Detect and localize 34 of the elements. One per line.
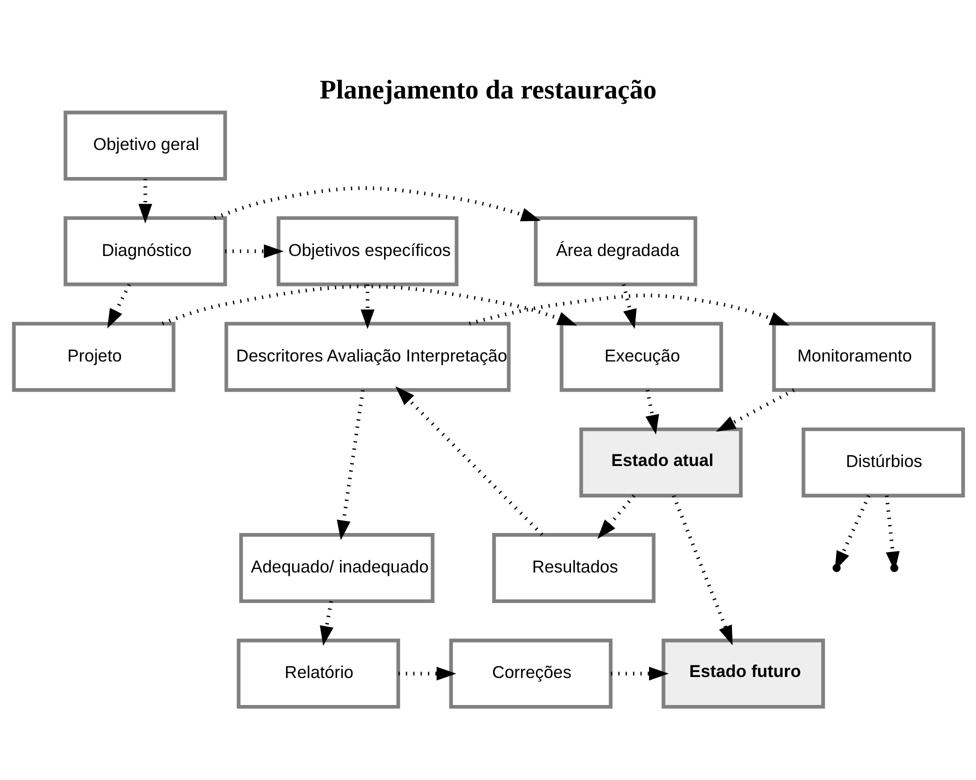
arrow [671, 495, 732, 646]
node-box: Objetivos específicos [276, 216, 458, 286]
node-box: Área degradada [533, 216, 697, 286]
node-box: Monitoramento [772, 322, 935, 392]
arrow [645, 390, 659, 435]
arrow [360, 284, 374, 330]
node-box: Execução [559, 322, 723, 392]
arrow [138, 178, 152, 224]
arrow [161, 284, 577, 326]
node-box: Estado futuro [661, 638, 824, 709]
arrow [596, 494, 635, 540]
arrow [621, 284, 636, 329]
arrow [394, 386, 543, 536]
arrow [610, 666, 668, 681]
node-box: Estado atual [578, 427, 742, 498]
arrow [716, 388, 794, 432]
arrow [398, 666, 456, 681]
node-box: Projeto [12, 322, 175, 392]
node-box: Relatório [236, 638, 400, 709]
arrow [336, 390, 364, 540]
arrow [319, 601, 333, 646]
node-box: Diagnóstico [63, 216, 226, 286]
node-box: Correções [448, 638, 612, 709]
node-box: Distúrbios [801, 427, 964, 498]
node-box: Resultados [492, 533, 655, 604]
arrow [106, 284, 130, 329]
arrow [834, 494, 870, 571]
diagram-title: Planejamento da restauração [319, 74, 656, 104]
arrow [214, 186, 540, 222]
node-box: Descritores Avaliação Interpretação [224, 322, 510, 392]
arrow [224, 244, 284, 258]
node-box: Adequado/ inadequado [238, 533, 434, 604]
arrow [468, 294, 790, 326]
node-box: Objetivo geral [63, 110, 226, 181]
